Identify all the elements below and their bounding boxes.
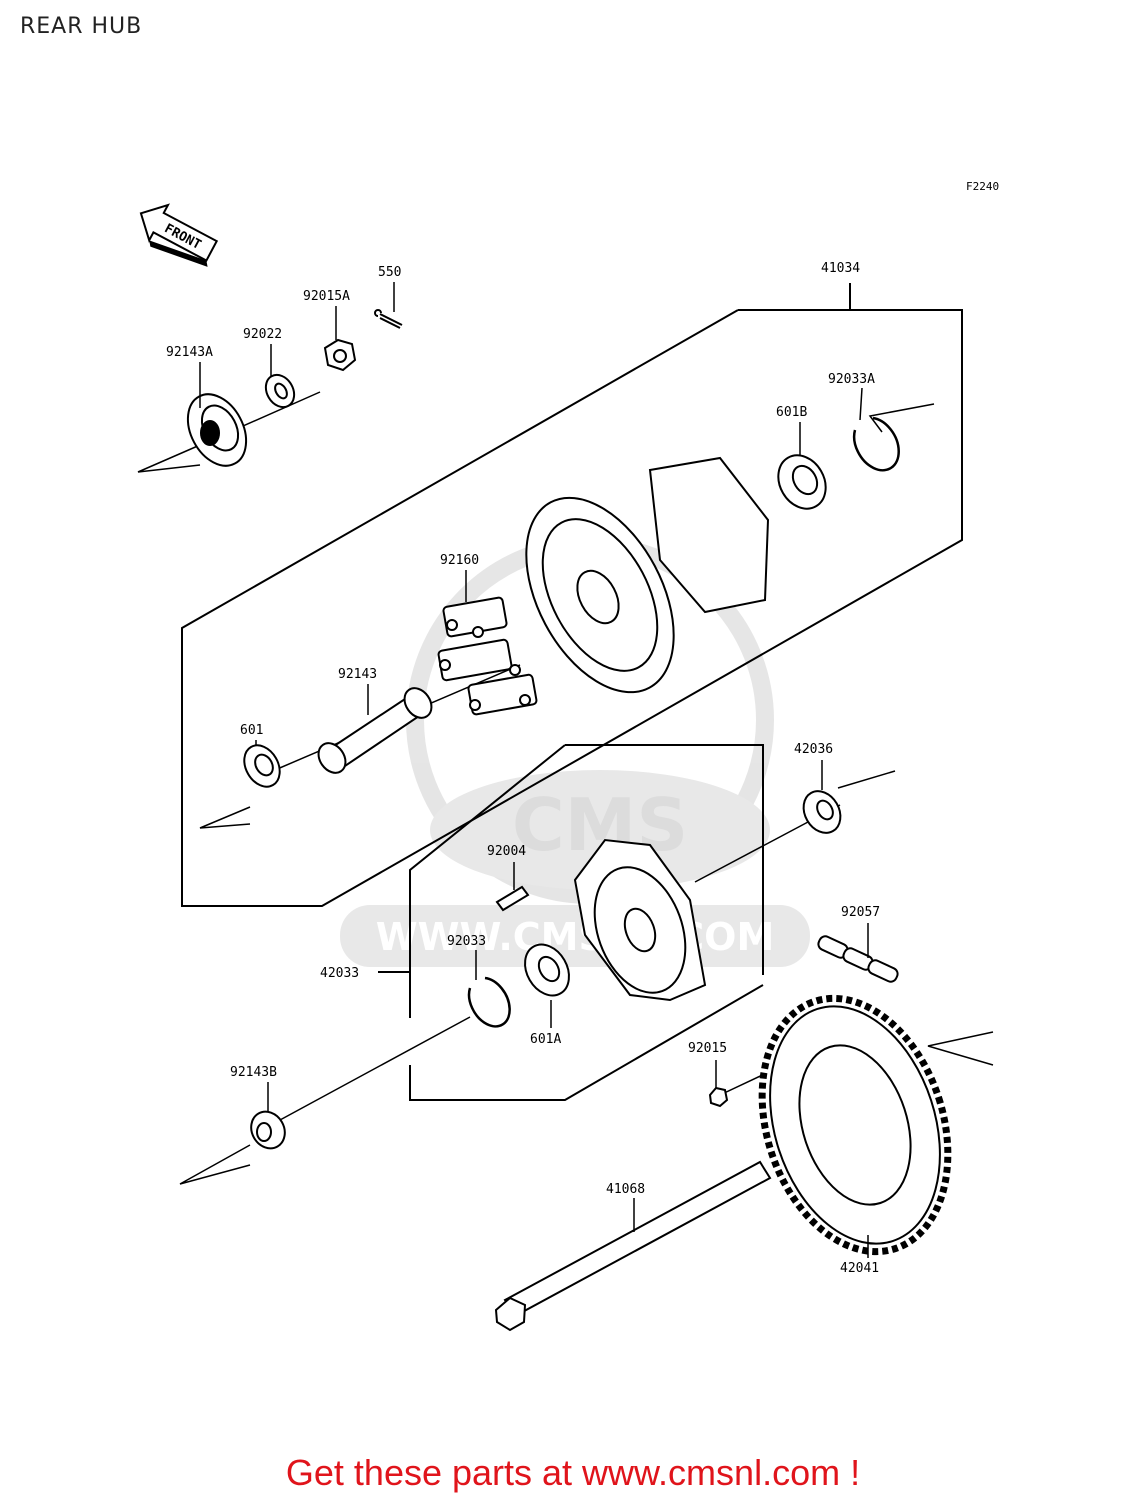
- part-chain-92057: [817, 935, 899, 983]
- part-hub-body: [525, 456, 770, 694]
- label-92015A: 92015A: [303, 289, 350, 304]
- leader-lines: [199, 282, 869, 1258]
- label-92143B: 92143B: [230, 1065, 277, 1080]
- label-601: 601: [240, 723, 263, 738]
- part-sprocket-hub: [573, 838, 707, 1002]
- label-601A: 601A: [530, 1032, 561, 1047]
- label-550: 550: [378, 265, 401, 280]
- label-92033A: 92033A: [828, 372, 875, 387]
- bracket-42033: [378, 744, 764, 1101]
- cta-link[interactable]: Get these parts at www.cmsnl.com !: [285, 1452, 861, 1493]
- label-92057: 92057: [841, 905, 880, 920]
- part-circlip-92033: [467, 976, 511, 1028]
- label-601B: 601B: [776, 405, 807, 420]
- part-collar-92143: [317, 687, 433, 774]
- part-castle-nut-92015A: [323, 338, 357, 372]
- figure-code: F2240: [966, 180, 999, 193]
- part-bearing-601B: [777, 454, 827, 510]
- label-42036: 42036: [794, 742, 833, 757]
- label-92015: 92015: [688, 1041, 727, 1056]
- label-92143A: 92143A: [166, 345, 213, 360]
- part-nut-92015: [708, 1086, 729, 1108]
- label-92143: 92143: [338, 667, 377, 682]
- label-41068: 41068: [606, 1182, 645, 1197]
- label-92004: 92004: [487, 844, 526, 859]
- part-dampers-92160: [437, 596, 538, 716]
- part-stud-92004: [495, 885, 530, 912]
- label-42041: 42041: [840, 1261, 879, 1276]
- label-92022: 92022: [243, 327, 282, 342]
- part-collar-42036: [802, 790, 842, 834]
- bracket-41034: [181, 283, 963, 907]
- watermark-url: WWW.CMSNL.COM: [376, 915, 775, 959]
- part-washer-92022: [264, 373, 296, 409]
- part-axle-41068: [494, 1160, 772, 1332]
- label-41034: 41034: [821, 261, 860, 276]
- part-sprocket-42041: [758, 994, 952, 1256]
- page-title: REAR HUB: [20, 14, 143, 39]
- part-collar-92143A: [186, 393, 248, 467]
- front-arrow-icon: FRONT: [139, 203, 219, 267]
- part-bearing-601: [243, 744, 281, 788]
- part-bearing-601A: [524, 943, 570, 997]
- part-circlip-92033A: [852, 416, 900, 472]
- part-collar-92143B: [250, 1110, 286, 1150]
- part-labels: 550 92015A 92022 92143A 41034 92033A 601…: [166, 261, 880, 1276]
- label-92033: 92033: [447, 934, 486, 949]
- label-92160: 92160: [440, 553, 479, 568]
- label-42033: 42033: [320, 966, 359, 981]
- part-cotter-pin-550: [374, 309, 403, 329]
